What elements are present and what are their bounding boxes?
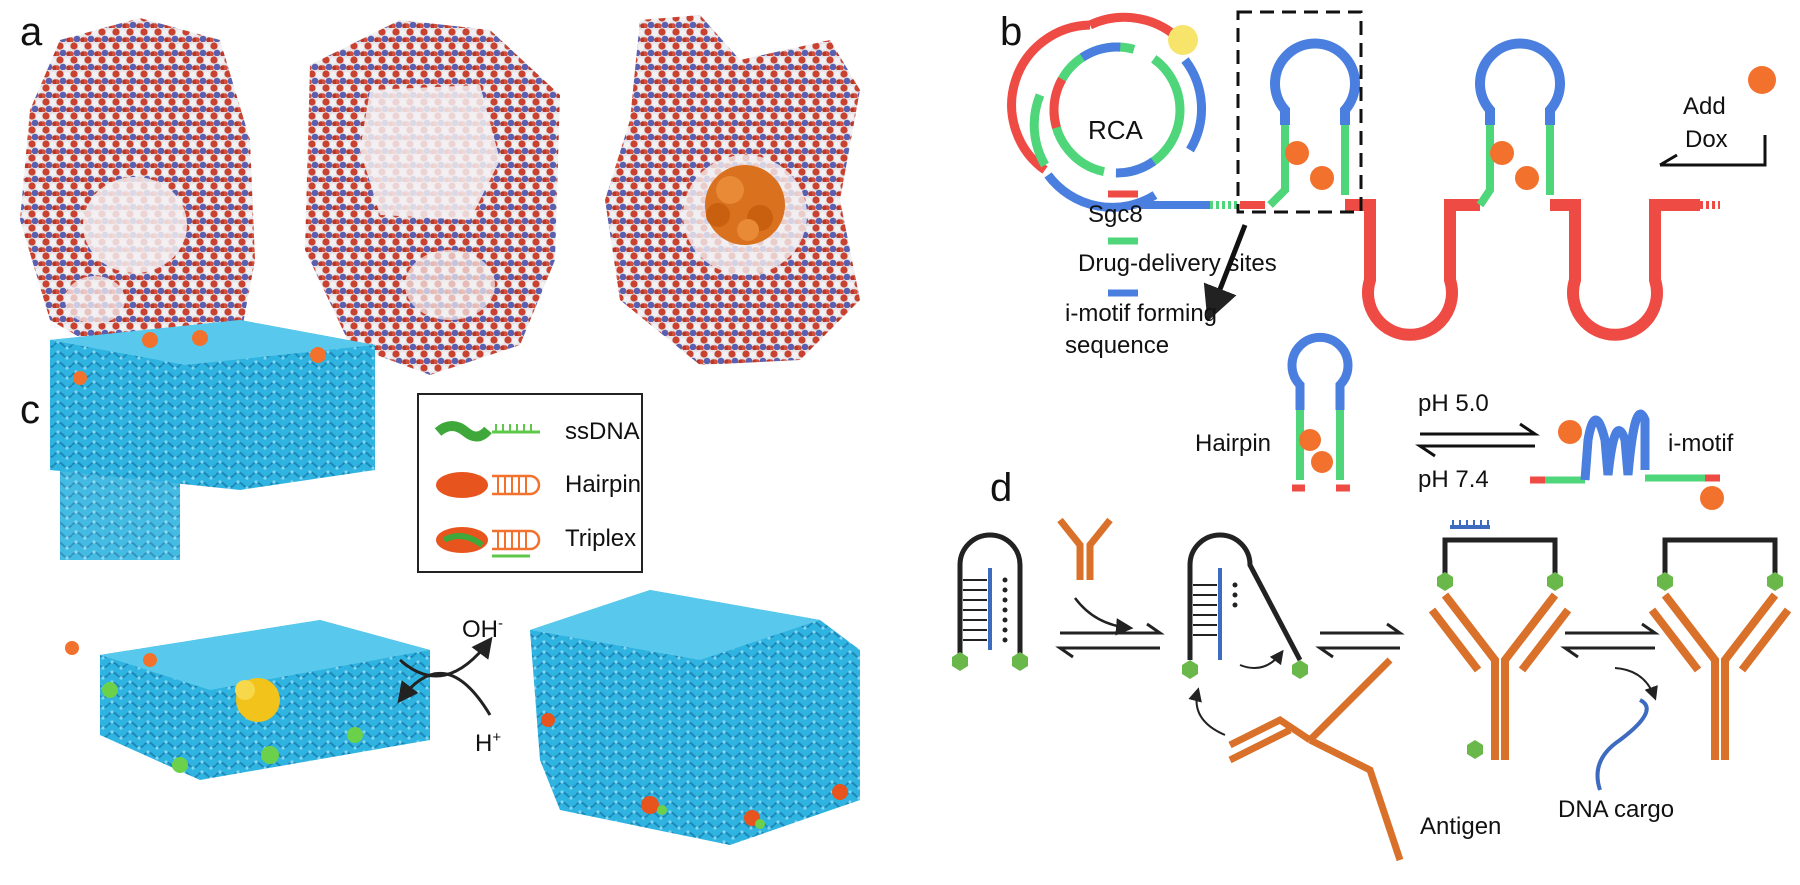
release-arrow bbox=[1614, 667, 1658, 701]
panel-label-c: c bbox=[20, 388, 40, 432]
panel-a-structures bbox=[20, 15, 860, 375]
panel-d-diagram bbox=[952, 517, 1792, 862]
cage-structure-1 bbox=[20, 18, 255, 360]
antibody-bound-released bbox=[1648, 537, 1792, 760]
panel-c-origami bbox=[50, 320, 860, 845]
protein-cargo bbox=[705, 165, 785, 245]
ph-neutral-label: pH 7.4 bbox=[1418, 466, 1489, 493]
legend-drug-delivery: Drug-delivery sites bbox=[1078, 250, 1277, 277]
antigen-icon bbox=[1467, 740, 1483, 759]
equilibrium-arrows-2 bbox=[1315, 622, 1405, 659]
legend-hairpin-label: Hairpin bbox=[565, 471, 642, 498]
h-label: H+ bbox=[475, 729, 502, 757]
hairpin-label: Hairpin bbox=[1195, 430, 1272, 457]
oh-label: OH- bbox=[462, 615, 503, 643]
cage-structure-3 bbox=[605, 15, 860, 365]
legend-hairpin-symbol bbox=[436, 472, 541, 498]
hairpin-unit-1 bbox=[1267, 38, 1360, 208]
legend-imotif-line2: sequence bbox=[1065, 332, 1170, 359]
dna-cargo-label: DNA cargo bbox=[1558, 796, 1675, 823]
legend-ssdna-label: ssDNA bbox=[565, 418, 640, 445]
origami-closed-box bbox=[530, 590, 860, 845]
hairpin-unit-2 bbox=[1475, 38, 1565, 208]
antibody-free bbox=[1057, 517, 1113, 580]
rca-template bbox=[1007, 12, 1206, 212]
i-motif-structure bbox=[1530, 409, 1724, 510]
dna-cargo-strand bbox=[1595, 698, 1649, 791]
binding-arrow bbox=[1073, 597, 1134, 636]
panel-b-diagram bbox=[1007, 10, 1776, 510]
legend-triplex-symbol bbox=[436, 527, 541, 558]
legend-ssdna-symbol bbox=[434, 421, 540, 442]
add-label: Add bbox=[1683, 93, 1726, 120]
legend-triplex-label: Triplex bbox=[565, 525, 637, 552]
imotif-label: i-motif bbox=[1668, 430, 1734, 457]
primer-bead bbox=[1168, 25, 1198, 55]
equilibrium-arrows-3 bbox=[1560, 622, 1660, 659]
panel-label-b: b bbox=[1000, 10, 1023, 54]
dox-label: Dox bbox=[1685, 126, 1728, 153]
panel-label-a: a bbox=[20, 10, 43, 54]
zoomed-hairpin bbox=[1287, 332, 1353, 492]
antibody-bound-complex bbox=[1428, 520, 1572, 760]
rca-label: RCA bbox=[1088, 115, 1143, 145]
dna-hairpin-closed bbox=[952, 532, 1028, 671]
dna-hairpin-opening bbox=[1182, 532, 1308, 679]
add-dox-arrow bbox=[1660, 135, 1767, 167]
h-arrow bbox=[397, 671, 492, 716]
legend-sgc8: Sgc8 bbox=[1088, 201, 1143, 228]
equilibrium-arrows-1 bbox=[1055, 622, 1165, 659]
selection-box bbox=[1236, 10, 1363, 214]
ph-equilibrium-arrows bbox=[1415, 422, 1540, 458]
zoom-arrow bbox=[1203, 224, 1248, 322]
dox-molecule bbox=[1748, 66, 1776, 94]
antibody-approaching bbox=[1228, 657, 1404, 862]
panel-label-d: d bbox=[990, 466, 1013, 510]
ph-acid-label: pH 5.0 bbox=[1418, 390, 1489, 417]
antigen-label: Antigen bbox=[1420, 813, 1502, 840]
sgc8-loop-2 bbox=[1550, 199, 1700, 341]
origami-open-box bbox=[50, 320, 430, 780]
sgc8-loop-1 bbox=[1345, 199, 1480, 341]
cage-structure-2 bbox=[305, 20, 560, 375]
approach-arrow bbox=[1188, 687, 1226, 736]
legend-imotif-line1: i-motif forming bbox=[1065, 300, 1218, 327]
